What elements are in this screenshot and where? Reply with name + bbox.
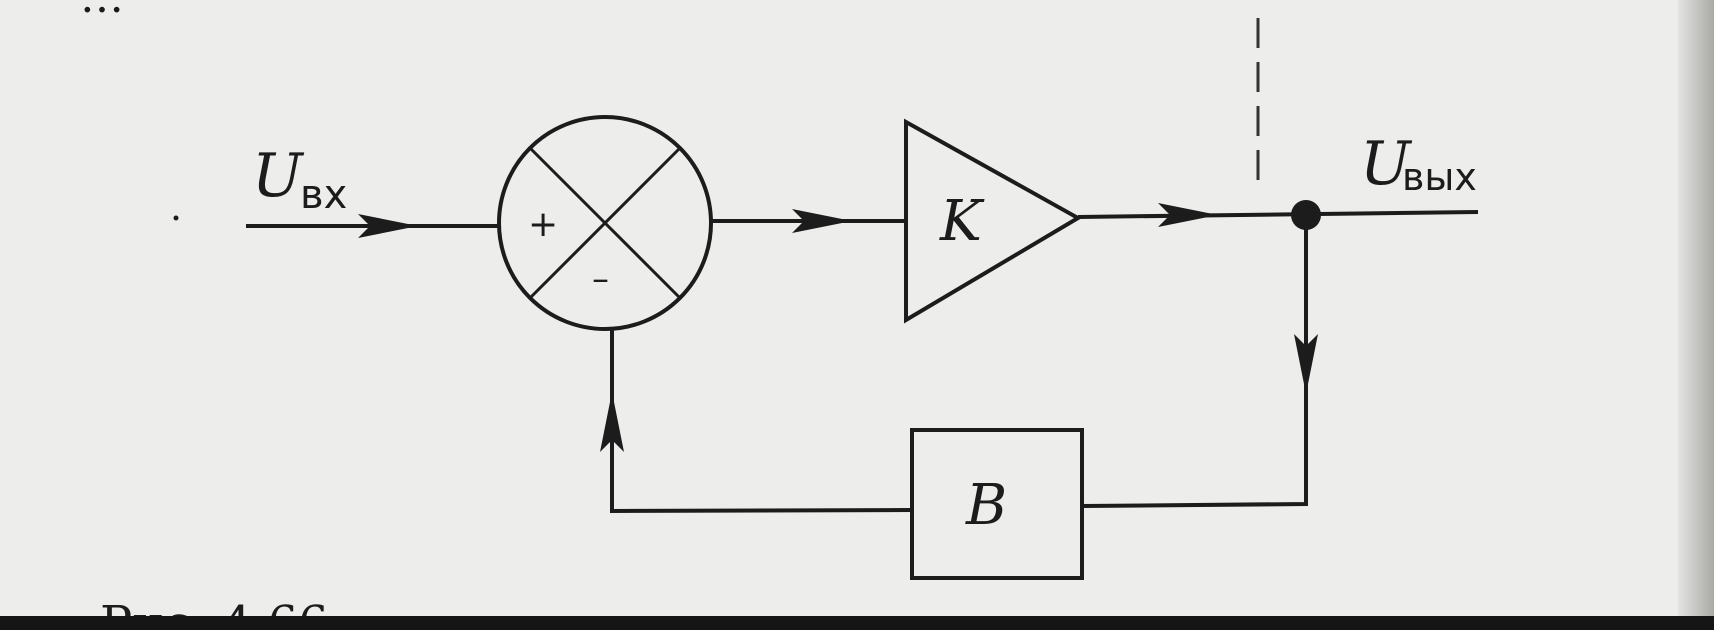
summer-plus-sign: + xyxy=(528,204,558,245)
page-edge-shadow xyxy=(1678,0,1714,630)
output-symbol: U xyxy=(1360,129,1413,199)
top-cut-text: … xyxy=(80,0,124,23)
feedback-down-arrow-icon xyxy=(1294,334,1318,394)
feedback-right-wire xyxy=(1081,215,1308,508)
feedback-left-wire xyxy=(610,330,913,514)
input-subscript: вх xyxy=(300,172,347,218)
summer-cross-line-b xyxy=(528,146,682,300)
output-arrow-icon xyxy=(1158,203,1218,227)
amplifier-triangle xyxy=(904,118,1083,324)
bottom-scan-edge xyxy=(0,616,1714,630)
feedback-up-arrow-icon xyxy=(600,392,624,452)
amplifier-input-arrow-icon xyxy=(792,209,852,233)
feedback-label: B xyxy=(965,473,1007,538)
amplifier-label: K xyxy=(939,189,985,254)
feedback-block xyxy=(910,428,1084,580)
input-symbol: U xyxy=(252,141,305,211)
input-arrow-icon xyxy=(358,214,418,238)
output-wire xyxy=(1077,210,1479,219)
summer-minus-sign: – xyxy=(592,259,609,299)
output-subscript: вых xyxy=(1402,155,1477,199)
stray-dot xyxy=(173,215,179,221)
